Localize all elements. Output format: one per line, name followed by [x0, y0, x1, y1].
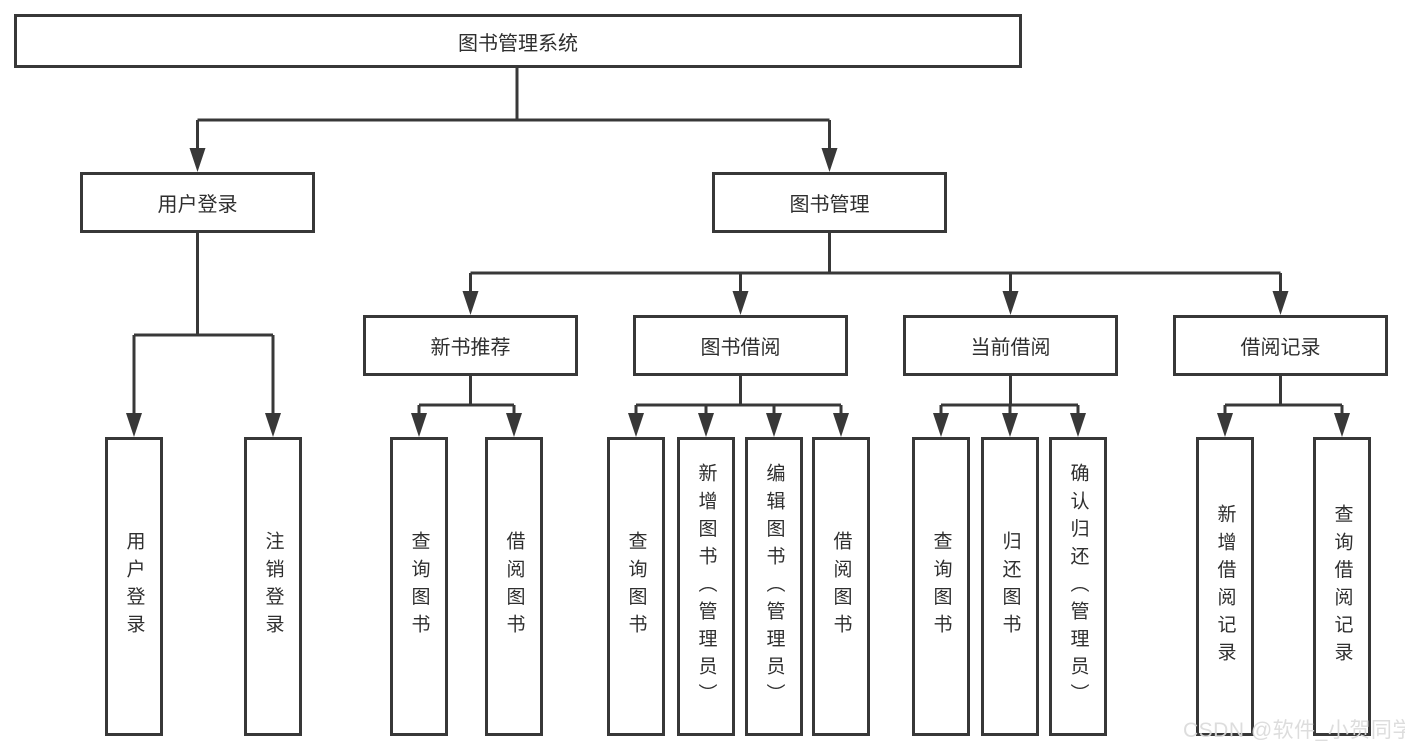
leaf-add-books-admin-label: 新增图书（管理员）: [695, 462, 717, 711]
leaf-borrow-books-recommend-label: 借阅图书: [503, 531, 525, 642]
leaf-query-books-recommend: 查询图书: [390, 437, 448, 736]
leaf-borrow-books-label: 借阅图书: [830, 531, 852, 642]
node-new-book-recommend-label: 新书推荐: [430, 337, 511, 359]
node-user-login: 用户登录: [80, 172, 315, 233]
node-book-management-label: 图书管理: [789, 194, 870, 216]
node-borrow-records: 借阅记录: [1173, 315, 1388, 376]
leaf-logout: 注销登录: [244, 437, 302, 736]
leaf-query-books-current-label: 查询图书: [930, 531, 952, 642]
leaf-query-books-borrow-label: 查询图书: [625, 531, 647, 642]
leaf-add-borrow-record: 新增借阅记录: [1196, 437, 1254, 736]
leaf-borrow-books: 借阅图书: [812, 437, 870, 736]
leaf-confirm-return-admin-label: 确认归还（管理员）: [1067, 462, 1089, 711]
leaf-edit-books-admin: 编辑图书（管理员）: [745, 437, 803, 736]
leaf-confirm-return-admin: 确认归还（管理员）: [1049, 437, 1107, 736]
node-book-management: 图书管理: [712, 172, 947, 233]
node-book-borrow: 图书借阅: [633, 315, 848, 376]
node-root-system: 图书管理系统: [14, 14, 1022, 68]
leaf-logout-label: 注销登录: [262, 531, 284, 642]
node-user-login-label: 用户登录: [157, 194, 238, 216]
node-book-borrow-label: 图书借阅: [700, 337, 781, 359]
leaf-return-books-label: 归还图书: [999, 531, 1021, 642]
node-root-system-label: 图书管理系统: [458, 32, 578, 55]
leaf-user-login-label: 用户登录: [123, 531, 145, 642]
leaf-edit-books-admin-label: 编辑图书（管理员）: [763, 462, 785, 711]
leaf-query-borrow-record-label: 查询借阅记录: [1331, 503, 1353, 670]
leaf-query-books-current: 查询图书: [912, 437, 970, 736]
node-borrow-records-label: 借阅记录: [1240, 337, 1321, 359]
node-current-borrow-label: 当前借阅: [970, 337, 1051, 359]
leaf-borrow-books-recommend: 借阅图书: [485, 437, 543, 736]
node-current-borrow: 当前借阅: [903, 315, 1118, 376]
leaf-return-books: 归还图书: [981, 437, 1039, 736]
leaf-add-books-admin: 新增图书（管理员）: [677, 437, 735, 736]
leaf-query-books-borrow: 查询图书: [607, 437, 665, 736]
leaf-add-borrow-record-label: 新增借阅记录: [1214, 503, 1236, 670]
leaf-query-books-recommend-label: 查询图书: [408, 531, 430, 642]
leaf-query-borrow-record: 查询借阅记录: [1313, 437, 1371, 736]
leaf-user-login: 用户登录: [105, 437, 163, 736]
node-new-book-recommend: 新书推荐: [363, 315, 578, 376]
